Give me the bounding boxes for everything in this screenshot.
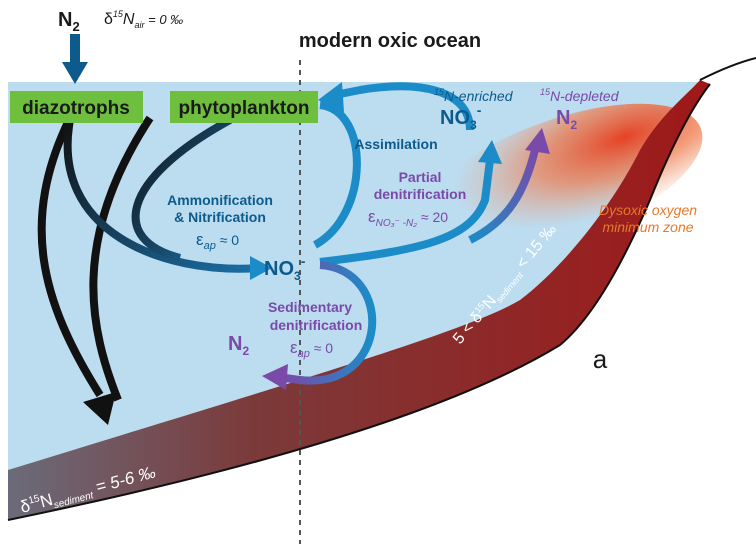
phyto-to-no3-arrow — [131, 116, 232, 262]
depleted-n2-arrowhead — [525, 128, 550, 154]
assimilation-arrowhead — [318, 82, 344, 112]
assimilation-loop-arrow — [334, 82, 474, 131]
sedimentary-denitrification-arrow — [284, 261, 377, 385]
air-delta-label: δ15Nair = 0 ‰ — [104, 9, 183, 30]
partial-denitrification-n2-arrow — [468, 149, 539, 244]
coastline — [699, 57, 756, 81]
enriched-no3-label: NO3- — [440, 102, 482, 132]
diagram-title: modern oxic ocean — [299, 30, 481, 52]
diazotrophs-box — [10, 91, 143, 123]
panel-label: a — [593, 344, 608, 374]
no3-central-label: NO3- — [264, 253, 306, 283]
seafloor-outline — [7, 83, 711, 521]
diazotroph-export-arrowhead — [83, 392, 116, 425]
sedimentary-denitrification-label-2: denitrification — [270, 317, 363, 333]
air-n2-label: N2 — [58, 9, 80, 34]
phytoplankton-box — [170, 91, 318, 123]
assimilation-arrow — [312, 101, 361, 249]
phytoplankton-label: phytoplankton — [179, 98, 310, 119]
ammonification-label-1: Ammonification — [167, 192, 273, 208]
omz-label-1: Dysoxic oxygen — [599, 202, 697, 218]
sedimentary-n2-label: N2 — [228, 333, 249, 358]
omz-label-2: minimum zone — [602, 219, 693, 235]
ammonification-arrowhead — [250, 256, 272, 280]
enriched-no3-arrowhead — [478, 140, 502, 164]
diazotroph-to-no3-arrow — [63, 119, 261, 273]
sediment-layer — [8, 80, 710, 520]
assimilation-label: Assimilation — [354, 136, 437, 152]
phytoplankton-export-arrow — [89, 115, 154, 402]
ammonification-epsilon: εap ≈ 0 — [196, 230, 239, 252]
partial-denitrification-label-2: denitrification — [374, 186, 467, 202]
partial-denitrification-epsilon: εNO₃⁻ -N₂ ≈ 20 — [368, 207, 448, 229]
depleted-n2-label: N2 — [556, 107, 577, 132]
sedimentary-n2-arrowhead — [262, 364, 288, 390]
sedimentary-epsilon: εap ≈ 0 — [290, 338, 333, 360]
no3-to-partial-denitrification-arrow — [319, 159, 494, 266]
diazotroph-export-arrow — [37, 116, 104, 398]
depleted-n2-caption: 15N-depleted — [540, 87, 620, 104]
partial-denitrification-label-1: Partial — [399, 169, 442, 185]
oxygen-minimum-zone — [417, 103, 703, 257]
enriched-no3-caption: 15N-enriched — [434, 87, 514, 104]
air-input-arrowhead — [62, 62, 88, 84]
ammonification-label-2: & Nitrification — [174, 209, 266, 225]
sedimentary-denitrification-label-1: Sedimentary — [268, 299, 352, 315]
diazotrophs-label: diazotrophs — [22, 98, 130, 119]
